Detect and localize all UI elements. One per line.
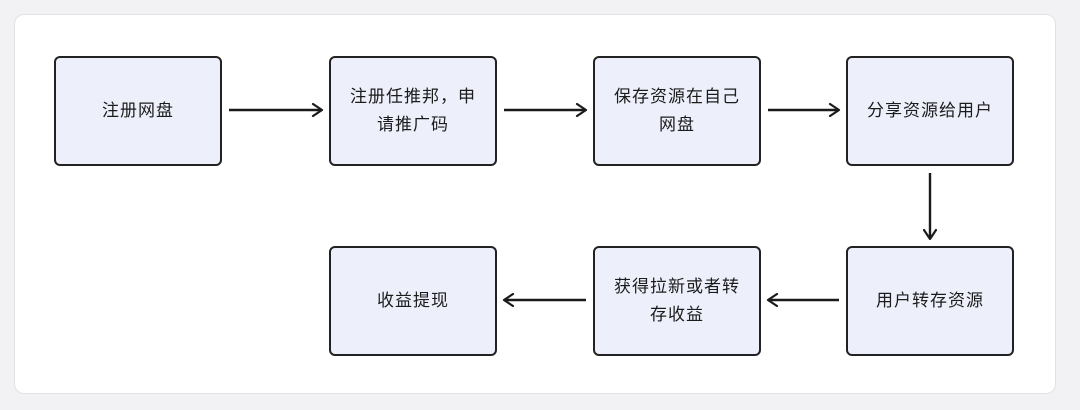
node-register-netdisk: 注册网盘 bbox=[54, 56, 222, 166]
node-save-resources: 保存资源在自己网盘 bbox=[593, 56, 761, 166]
node-withdraw: 收益提现 bbox=[329, 246, 497, 356]
node-label: 分享资源给用户 bbox=[867, 101, 993, 121]
node-share-resources: 分享资源给用户 bbox=[846, 56, 1014, 166]
node-user-saves: 用户转存资源 bbox=[846, 246, 1014, 356]
node-label: 用户转存资源 bbox=[876, 291, 984, 311]
node-label: 收益提现 bbox=[377, 291, 449, 311]
node-label: 保存资源在自己网盘 bbox=[614, 87, 740, 135]
node-label: 获得拉新或者转存收益 bbox=[614, 277, 740, 325]
node-label: 注册任推邦，申请推广码 bbox=[350, 87, 476, 135]
node-register-promo-code: 注册任推邦，申请推广码 bbox=[329, 56, 497, 166]
node-earn-income: 获得拉新或者转存收益 bbox=[593, 246, 761, 356]
node-label: 注册网盘 bbox=[102, 101, 174, 121]
